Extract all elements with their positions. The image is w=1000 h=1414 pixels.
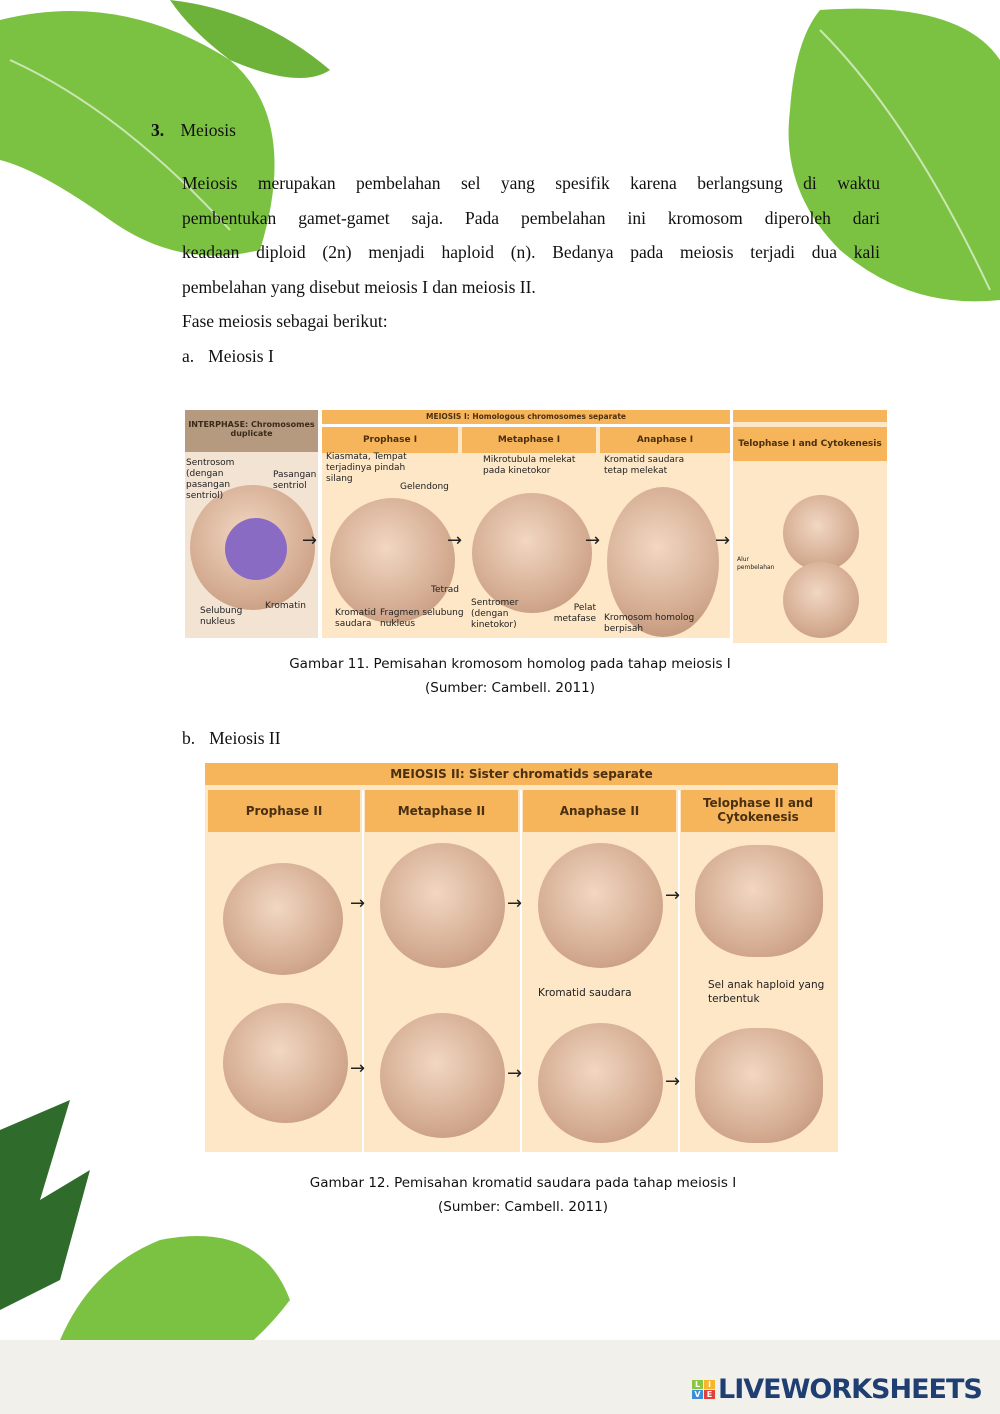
label-pasangan-sentriol: Pasangan sentriol: [273, 470, 317, 491]
arrow-icon: →: [447, 530, 463, 551]
arrow-icon: →: [665, 885, 681, 906]
phases-intro: Fase meiosis sebagai berikut:: [182, 311, 388, 331]
paragraph-line: pembentukan gamet-gamet saja. Pada pembe…: [182, 207, 880, 228]
intro-paragraph: Meiosis merupakan pembelahan sel yang sp…: [182, 166, 880, 373]
label-kromatid-saudara: Kromatid saudara: [335, 608, 376, 629]
arrow-icon: →: [585, 530, 601, 551]
section-number: 3.: [151, 120, 165, 140]
label-kromatin: Kromatin: [265, 601, 306, 611]
label-kromatid-saudara: Kromatid saudara: [538, 987, 632, 999]
arrow-icon: →: [302, 530, 318, 551]
subsection-letter: b.: [182, 728, 196, 748]
subsection-title: Meiosis II: [209, 728, 281, 748]
column-header: Anaphase I: [600, 427, 730, 453]
subsection-a: a. Meiosis I: [182, 339, 880, 374]
column-header: Metaphase I: [462, 427, 596, 453]
arrow-icon: →: [350, 1058, 366, 1079]
caption-text: Gambar 12. Pemisahan kromatid saudara pa…: [309, 1175, 737, 1191]
nucleus: [225, 518, 287, 580]
metaphase2-cell-bottom: [380, 1013, 505, 1138]
label-fragmen-selubung: Fragmen selubung nukleus: [380, 608, 464, 629]
label-kromosom-homolog: Kromosom homolog berpisah: [604, 613, 695, 634]
label-gelendong: Gelendong: [400, 482, 449, 492]
brand-name: LIVEWORKSHEETS: [718, 1374, 983, 1405]
anaphase1-cell: [607, 487, 719, 637]
subsection-b: b. Meiosis II: [182, 721, 281, 756]
arrow-icon: →: [507, 1063, 523, 1084]
label-alur-pembelahan: Alur pembelahan: [737, 556, 775, 571]
prophase1-cell: [330, 498, 455, 623]
caption-source: (Sumber: Cambell. 2011): [437, 1199, 608, 1215]
leaf-decoration-top-left: [0, 0, 330, 256]
figure2-caption: Gambar 12. Pemisahan kromatid saudara pa…: [0, 1171, 1000, 1219]
label-tetrad: Tetrad: [431, 585, 459, 595]
arrow-icon: →: [507, 893, 523, 914]
column-header: Anaphase II: [523, 790, 676, 832]
figure-meiosis-1: INTERPHASE: Chromosomes duplicate MEIOSI…: [185, 410, 887, 643]
anaphase2-cell-bottom: [538, 1023, 663, 1143]
telophase2-cell-bottom: [695, 1028, 823, 1143]
column-header: Prophase II: [208, 790, 360, 832]
arrow-icon: →: [350, 893, 366, 914]
caption-source: (Sumber: Cambell. 2011): [424, 680, 595, 696]
caption-text: Gambar 11. Pemisahan kromosom homolog pa…: [289, 656, 731, 672]
arrow-icon: →: [715, 530, 731, 551]
interphase-header: INTERPHASE: Chromosomes duplicate: [185, 410, 318, 452]
column-header: Telophase II and Cytokenesis: [681, 790, 835, 832]
label-kromatid-tetap: Kromatid saudara tetap melekat: [604, 455, 685, 476]
footer-band: [0, 1340, 1000, 1414]
anaphase2-cell-top: [538, 843, 663, 968]
label-selubung-nukleus: Selubung nukleus: [200, 606, 243, 627]
figure-meiosis-2: MEIOSIS II: Sister chromatids separate P…: [205, 763, 838, 1152]
metaphase1-cell: [472, 493, 592, 613]
paragraph-line: pembelahan yang disebut meiosis I dan me…: [182, 276, 536, 297]
label-sentromer: Sentromer (dengan kinetokor): [471, 598, 519, 630]
column-header: Prophase I: [322, 427, 458, 453]
arrow-icon: →: [665, 1071, 681, 1092]
column-header: Metaphase II: [365, 790, 518, 832]
prophase2-cell-top: [223, 863, 343, 975]
subsection-title: Meiosis I: [208, 345, 274, 366]
figure1-caption: Gambar 11. Pemisahan kromosom homolog pa…: [0, 652, 1000, 700]
meiosis1-title: MEIOSIS I: Homologous chromosomes separa…: [322, 410, 730, 424]
prophase2-cell-bottom: [223, 1003, 348, 1123]
meiosis2-title: MEIOSIS II: Sister chromatids separate: [205, 763, 838, 785]
telophase1-cell-top: [783, 495, 859, 571]
label-mikrotubula: Mikrotubula melekat pada kinetokor: [483, 455, 576, 476]
section-heading: 3. Meiosis: [151, 113, 236, 148]
column-header: Telophase I and Cytokenesis: [733, 427, 887, 461]
leaf-decoration-top-right: [788, 8, 1000, 302]
telophase2-cell-top: [695, 845, 823, 957]
metaphase2-cell-top: [380, 843, 505, 968]
telophase1-cell-bottom: [783, 562, 859, 638]
paragraph-line: Meiosis merupakan pembelahan sel yang sp…: [182, 173, 880, 193]
paragraph-line: keadaan diploid (2n) menjadi haploid (n)…: [182, 242, 880, 262]
label-pelat-metafase: Pelat metafase: [553, 603, 596, 624]
label-sel-anak: Sel anak haploid yang terbentuk: [708, 979, 825, 1005]
subsection-letter: a.: [182, 345, 195, 366]
label-sentrosom: Sentrosom (dengan pasangan sentriol): [186, 458, 235, 501]
section-title: Meiosis: [180, 120, 236, 140]
label-kiasmata: Kiasmata, Tempat terjadinya pindah silan…: [326, 452, 407, 484]
